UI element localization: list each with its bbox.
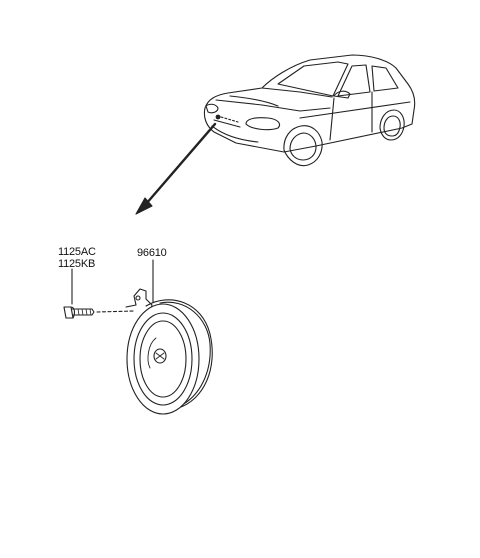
bolt-part-number-1: 1125AC bbox=[58, 246, 96, 258]
bolt-part-number-2: 1125KB bbox=[58, 258, 96, 270]
horn-part-number: 96610 bbox=[137, 247, 167, 259]
horn-illustration bbox=[125, 288, 213, 415]
location-arrow bbox=[135, 122, 217, 215]
bolt-illustration bbox=[63, 306, 135, 319]
car-illustration bbox=[203, 54, 416, 167]
